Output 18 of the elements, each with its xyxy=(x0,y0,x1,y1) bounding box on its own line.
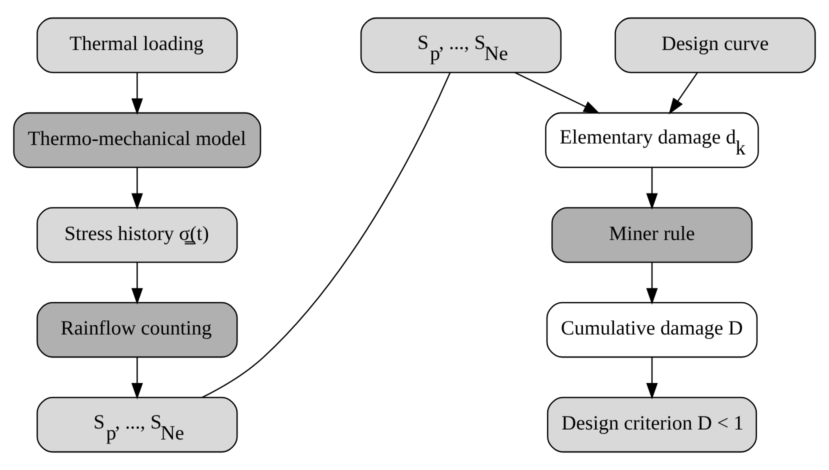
node-box: Design curve xyxy=(614,17,816,74)
node-box: Thermo-mechanical model xyxy=(13,112,262,168)
node-box: Stress history σ̳(t) xyxy=(36,207,238,263)
connector xyxy=(202,72,451,398)
arrow xyxy=(668,72,698,114)
arrow xyxy=(646,357,658,400)
node-box: Design criterion D < 1 xyxy=(547,396,757,453)
arrow xyxy=(646,168,658,210)
node-box: Cumulative damage D xyxy=(546,302,758,358)
node-box: Miner rule xyxy=(551,207,753,263)
arrow xyxy=(514,72,600,114)
arrow xyxy=(131,262,143,305)
arrow xyxy=(131,72,143,115)
arrow xyxy=(646,262,658,305)
node-box: Rainflow counting xyxy=(36,302,238,358)
arrow xyxy=(131,168,143,210)
arrow xyxy=(131,357,143,400)
node-box: Thermal loading xyxy=(36,17,238,74)
